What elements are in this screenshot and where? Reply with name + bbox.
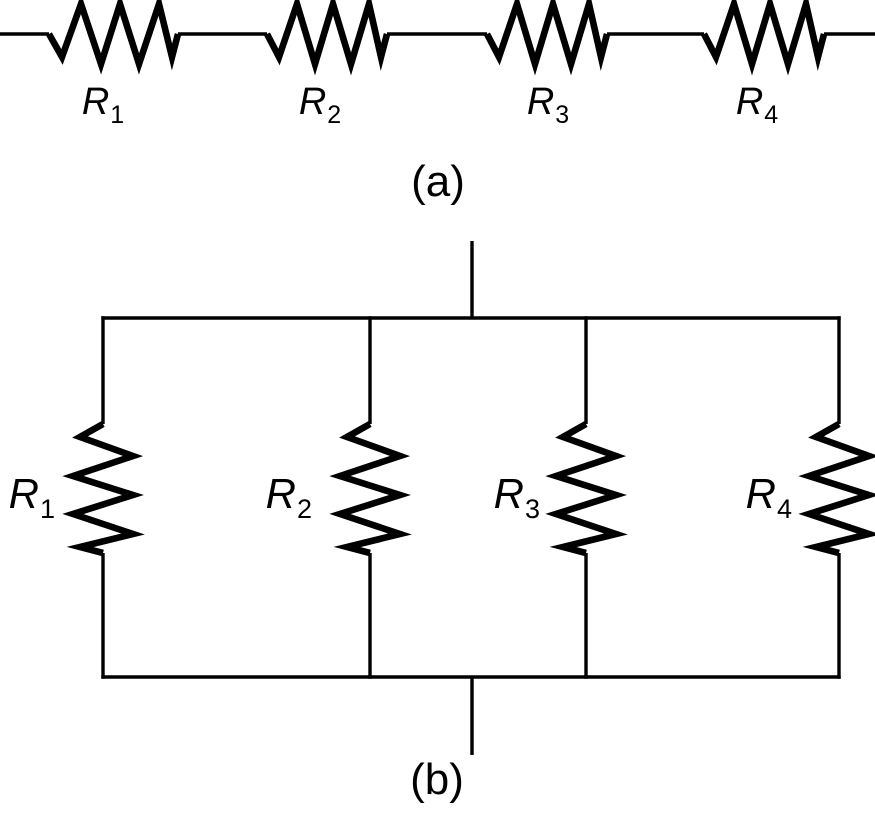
resistor-zigzag-parallel-4 (798, 421, 875, 557)
resistor-zigzag-parallel-2 (329, 421, 412, 557)
resistor-label-a4: R4 (712, 81, 802, 128)
resistor-zigzag-series-3 (484, 0, 611, 76)
resistor-zigzag-parallel-3 (545, 421, 628, 557)
resistor-label-b1: R1 (0, 470, 55, 523)
panel-a-caption: (a) (411, 157, 465, 206)
resistor-letter: R (265, 470, 296, 517)
resistor-subscript: 4 (776, 494, 792, 524)
resistor-subscript: 3 (555, 101, 570, 129)
resistor-zigzag-series-4 (701, 0, 828, 76)
resistor-label-a3: R3 (503, 81, 593, 128)
series-circuit-resistors (46, 0, 828, 76)
resistor-letter: R (745, 470, 776, 517)
resistor-label-b2: R2 (232, 470, 312, 523)
resistor-subscript: 1 (39, 494, 55, 524)
resistor-subscript: 3 (524, 494, 540, 524)
resistor-label-a2: R2 (275, 81, 365, 128)
parallel-circuit-resistors (62, 421, 875, 557)
resistor-subscript: 2 (327, 101, 342, 129)
resistor-subscript: 2 (296, 494, 312, 524)
resistor-zigzag-parallel-1 (62, 421, 145, 557)
resistor-subscript: 4 (764, 101, 779, 129)
panel-b-caption: (b) (410, 755, 464, 804)
resistor-letter: R (8, 470, 39, 517)
resistor-zigzag-series-2 (264, 0, 391, 76)
resistor-label-b3: R3 (460, 470, 540, 523)
resistor-letter: R (493, 470, 524, 517)
parallel-circuit-wires (101, 241, 841, 755)
resistor-letter: R (298, 81, 327, 123)
resistor-zigzag-series-1 (46, 0, 182, 75)
resistor-letter: R (526, 81, 555, 123)
resistor-letter: R (735, 81, 764, 123)
resistor-letter: R (81, 81, 110, 123)
resistor-label-b4: R4 (712, 470, 792, 523)
resistor-label-a1: R1 (58, 81, 148, 128)
resistor-subscript: 1 (110, 101, 125, 129)
